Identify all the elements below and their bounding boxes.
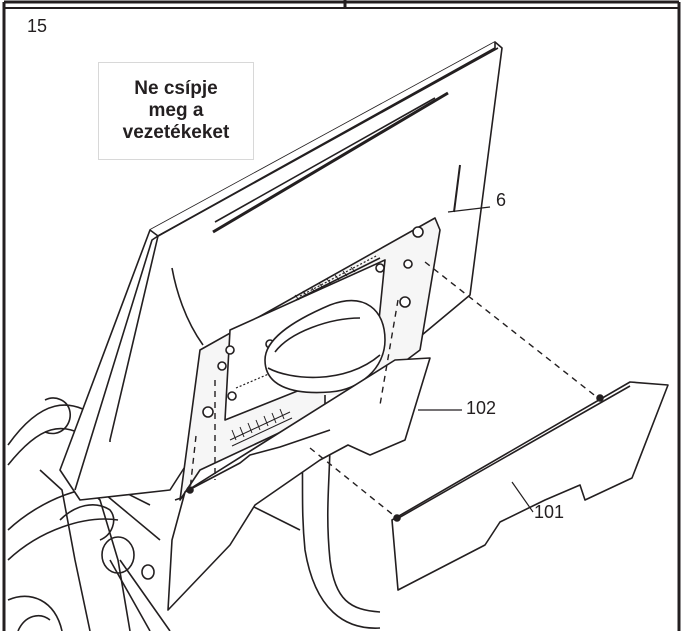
- console-assembly: [59, 41, 503, 501]
- callout-upper-shroud: 102: [466, 398, 497, 418]
- warning-line-3: vezetékeket: [122, 122, 230, 143]
- alignment-lines: [189, 261, 599, 519]
- callout-console: 6: [496, 190, 507, 210]
- upper-shroud-part: [167, 357, 431, 611]
- lower-shroud-part: [391, 381, 669, 591]
- callout-lower-shroud: 101: [534, 502, 565, 522]
- step-number: 15: [27, 16, 48, 36]
- warning-line-2: meg a: [148, 100, 204, 121]
- wire-warning-box: Ne csípje meg a vezetékeket: [98, 62, 254, 160]
- warning-line-1: Ne csípje: [134, 78, 218, 99]
- callout-leaders: [418, 206, 534, 513]
